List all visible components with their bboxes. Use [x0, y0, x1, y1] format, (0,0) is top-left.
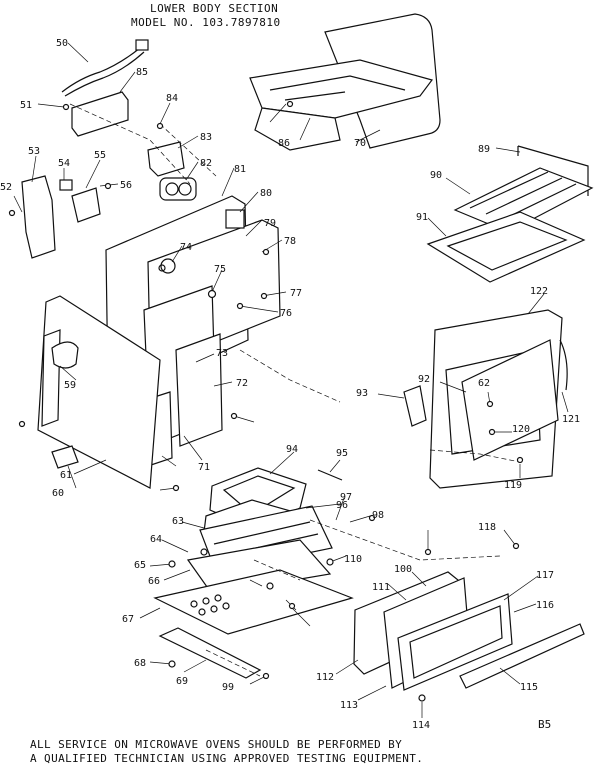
- callout-label: 95: [336, 448, 348, 459]
- bottom-plate-part: [153, 569, 354, 635]
- callout-label: 98: [372, 510, 384, 521]
- cavity-wall-part: [175, 333, 223, 447]
- callout-label: 54: [58, 158, 70, 169]
- side-bracket-part: [21, 175, 56, 259]
- callout-label: 85: [136, 67, 148, 78]
- bracket-part: [71, 91, 129, 137]
- callout-label: 52: [0, 182, 12, 193]
- page-code: B5: [538, 718, 552, 731]
- cover-plate-part: [71, 187, 101, 223]
- callout-label: 64: [150, 534, 162, 545]
- latch-part: [51, 341, 79, 369]
- callout-label: 114: [412, 720, 430, 731]
- cabinet-top-part: [249, 13, 441, 151]
- clamp-part: [147, 141, 185, 177]
- callout-label: 59: [64, 380, 76, 391]
- assembly-dashed-lines: [69, 103, 521, 677]
- callout-label: 110: [344, 554, 362, 565]
- callout-label: 93: [356, 388, 368, 399]
- callout-label: 94: [286, 444, 298, 455]
- callout-label: 96: [336, 500, 348, 511]
- callout-label: 86: [278, 138, 290, 149]
- callout-label: 99: [222, 682, 234, 693]
- callout-label: 61: [60, 470, 72, 481]
- callout-label: 115: [520, 682, 538, 693]
- callout-label: 63: [172, 516, 184, 527]
- spacer-plate-part: [186, 539, 332, 595]
- callout-label: 50: [56, 38, 68, 49]
- callout-label: 80: [260, 188, 272, 199]
- callout-label: 84: [166, 93, 178, 104]
- callout-label: 69: [176, 676, 188, 687]
- callout-label: 78: [284, 236, 296, 247]
- callout-label: 60: [52, 488, 64, 499]
- callout-label: 76: [280, 308, 292, 319]
- callout-labels: 50 85 51 84 83 82 81 80 79 78 77 76 75 7…: [0, 38, 580, 731]
- callout-label: 66: [148, 576, 160, 587]
- wire-harness-part: [61, 39, 149, 97]
- callout-label: 89: [478, 144, 490, 155]
- clip-part: [59, 179, 73, 191]
- callout-label: 113: [340, 700, 358, 711]
- callout-label: 68: [134, 658, 146, 669]
- callout-label: 91: [416, 212, 428, 223]
- service-note-line-2: A QUALIFIED TECHNICIAN USING APPROVED TE…: [30, 752, 424, 765]
- model-number: MODEL NO. 103.7897810: [131, 16, 281, 29]
- callout-label: 121: [562, 414, 580, 425]
- callout-label: 97: [340, 492, 352, 503]
- grommet-part: [159, 177, 197, 201]
- callout-label: 122: [530, 286, 548, 297]
- hinge-part: [403, 385, 427, 427]
- callout-label: 117: [536, 570, 554, 581]
- fasteners: [8, 100, 524, 702]
- callout-label: 92: [418, 374, 430, 385]
- callout-label: 65: [134, 560, 146, 571]
- callout-label: 79: [264, 218, 276, 229]
- callout-label: 53: [28, 146, 40, 157]
- door-window-part: [461, 339, 559, 461]
- front-rail-part: [158, 627, 262, 679]
- callout-label: 111: [372, 582, 390, 593]
- callout-label: 71: [198, 462, 210, 473]
- callout-label: 73: [216, 348, 228, 359]
- callout-label: 119: [504, 480, 522, 491]
- callout-label: 90: [430, 170, 442, 181]
- callout-label: 72: [236, 378, 248, 389]
- callout-label: 77: [290, 288, 302, 299]
- diagram-title: LOWER BODY SECTION: [150, 2, 279, 15]
- callout-label: 74: [180, 242, 192, 253]
- service-note-line-1: ALL SERVICE ON MICROWAVE OVENS SHOULD BE…: [30, 738, 403, 751]
- callout-label: 67: [122, 614, 134, 625]
- foot-part: [51, 445, 79, 469]
- callout-label: 56: [120, 180, 132, 191]
- callout-label: 62: [478, 378, 490, 389]
- callout-label: 118: [478, 522, 496, 533]
- switch-part: [225, 209, 245, 229]
- callout-label: 120: [512, 424, 530, 435]
- callout-label: 100: [394, 564, 412, 575]
- callout-label: 55: [94, 150, 106, 161]
- callout-label: 51: [20, 100, 32, 111]
- callout-label: 116: [536, 600, 554, 611]
- callout-label: 112: [316, 672, 334, 683]
- callout-label: 81: [234, 164, 246, 175]
- trim-strip-part: [459, 623, 585, 689]
- callout-label: 83: [200, 132, 212, 143]
- callout-label: 70: [354, 138, 366, 149]
- callout-label: 82: [200, 158, 212, 169]
- tray-part: [426, 211, 586, 283]
- panel-frame-part: [397, 593, 513, 691]
- callout-label: 75: [214, 264, 226, 275]
